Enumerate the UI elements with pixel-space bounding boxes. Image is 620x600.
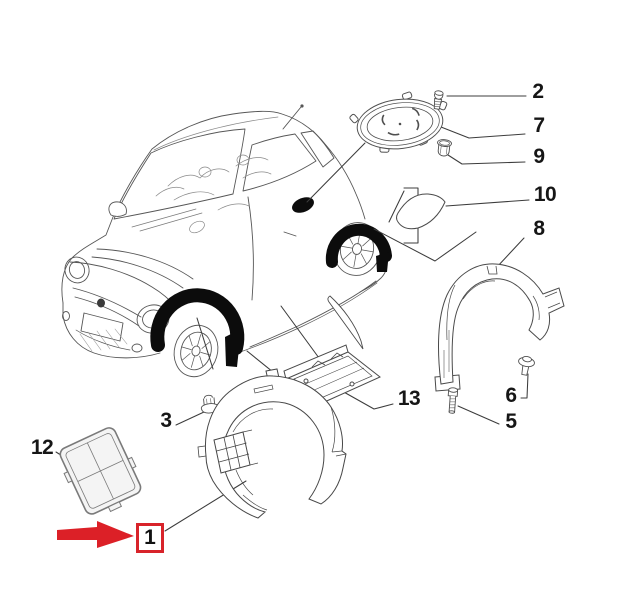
part-7-round-cover: [349, 91, 448, 153]
part-10-pad: [396, 193, 446, 230]
callout-1-highlighted[interactable]: 1: [136, 523, 164, 553]
part-5-bolt: [447, 387, 459, 414]
cover-location-mark: [292, 197, 314, 213]
part-6-clip: [518, 355, 535, 376]
rear-arch-highlight: [325, 223, 392, 268]
part-2-screw: [433, 90, 444, 110]
callout-13[interactable]: 13: [397, 387, 421, 410]
sill-trim-sketch: [327, 295, 364, 350]
callout-6[interactable]: 6: [505, 384, 517, 407]
callout-10[interactable]: 10: [533, 183, 557, 206]
callout-12[interactable]: 12: [30, 436, 54, 459]
leader-lines: [55, 95, 530, 532]
highlight-arrow-icon: [57, 521, 134, 548]
part-12-access-panel: [59, 427, 142, 515]
callout-8[interactable]: 8: [533, 217, 545, 240]
car-sketch: [61, 104, 392, 378]
callout-9[interactable]: 9: [533, 145, 545, 168]
callout-5[interactable]: 5: [505, 410, 517, 433]
part-1-front-liner: [197, 368, 347, 519]
part-9-fastener: [437, 139, 452, 157]
callout-7[interactable]: 7: [533, 114, 545, 137]
callout-2[interactable]: 2: [532, 80, 544, 103]
front-arch-highlight: [150, 288, 245, 355]
part-8-rear-liner: [434, 263, 565, 392]
callout-3[interactable]: 3: [160, 409, 172, 432]
